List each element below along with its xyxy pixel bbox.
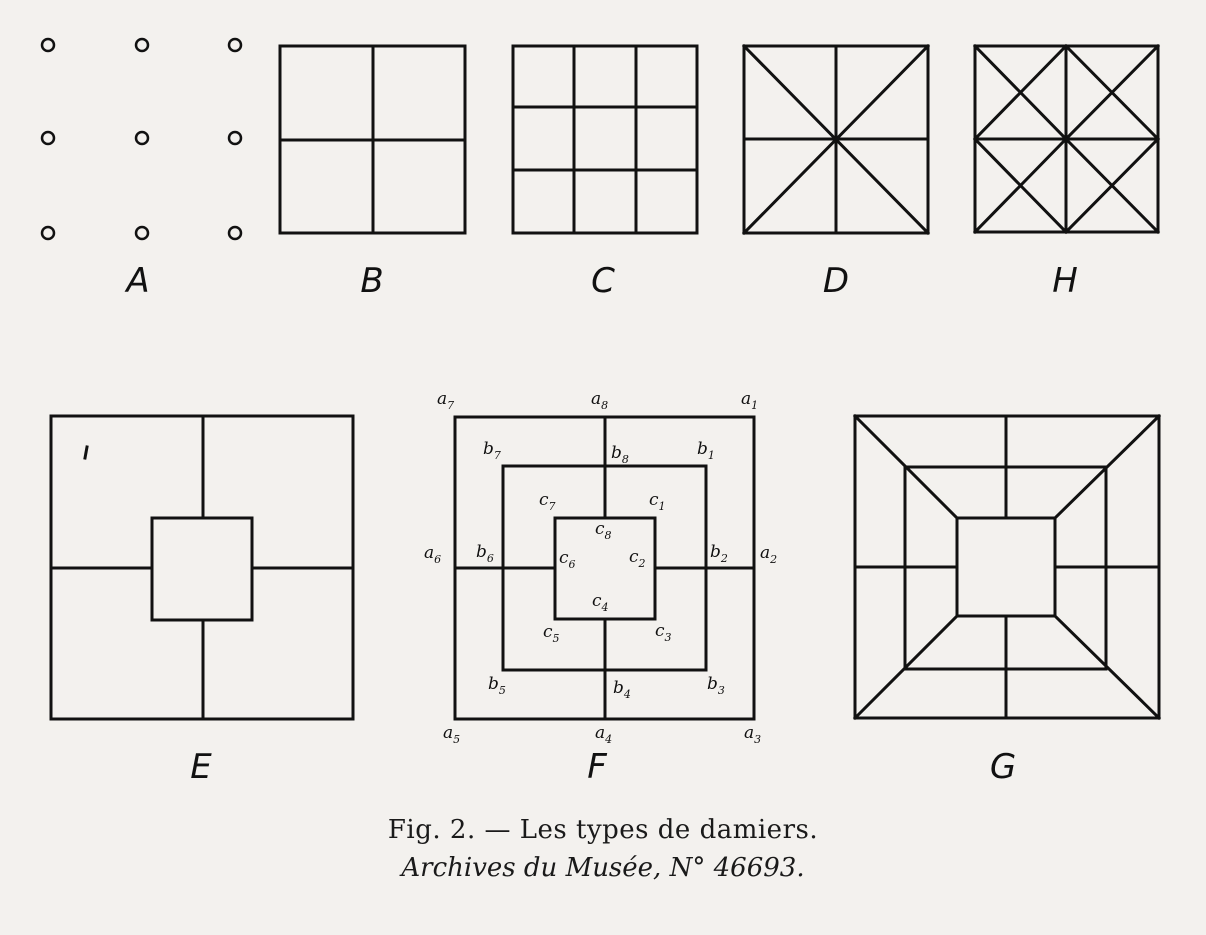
caption-source: Archives du Musée, N° 46693.	[0, 848, 1206, 888]
panel-b: B	[278, 44, 467, 301]
figure-caption: Fig. 2. — Les types de damiers. Archives…	[0, 812, 1206, 888]
vertex-label-b1: b1	[697, 439, 715, 462]
panel-label-b: B	[360, 261, 383, 301]
caption-source-number: N° 46693.	[669, 853, 805, 883]
vertex-label-c4: c4	[592, 591, 609, 614]
vertex-label-c8: c8	[595, 519, 612, 542]
vertex-label-c3: c3	[655, 621, 672, 644]
point	[40, 37, 56, 53]
board-outline	[511, 44, 699, 235]
panel-label-d: D	[823, 261, 849, 301]
vertex-label-a5: a5	[443, 723, 460, 746]
vertex-label-b8: b8	[611, 443, 629, 466]
vertex-label-c5: c5	[543, 622, 560, 645]
diagonal-line	[1063, 136, 1161, 235]
point	[227, 130, 243, 146]
panel-label-e: E	[190, 747, 212, 787]
panel-d: D	[741, 43, 931, 301]
point	[134, 130, 150, 146]
panel-label-f: F	[587, 747, 607, 787]
point	[134, 37, 150, 53]
panel-label-a: A	[124, 261, 149, 301]
panel-label-c: C	[591, 261, 615, 301]
panel-h: H	[972, 43, 1161, 301]
caption-title: Fig. 2. — Les types de damiers.	[387, 815, 819, 845]
vertex-label-a8: a8	[591, 389, 608, 412]
panel-label-g: G	[990, 747, 1016, 787]
vertex-label-b4: b4	[613, 678, 631, 701]
panel-c: C	[511, 44, 699, 301]
inner-square	[150, 516, 254, 622]
diagonal-line	[852, 413, 960, 521]
point	[40, 225, 56, 241]
panel-g: G	[852, 413, 1162, 787]
diagonal-line	[1063, 43, 1161, 142]
vertex-label-b5: b5	[488, 674, 506, 697]
vertex-label-b7: b7	[483, 439, 501, 462]
panel-f: a7 a8 a1 a6 a2 a5 a4 a3 b7 b8 b1 b6 b2 b…	[424, 389, 777, 787]
vertex-label-a1: a1	[741, 389, 758, 412]
point	[40, 130, 56, 146]
diagonal-line	[972, 43, 1069, 142]
inner-square	[955, 516, 1057, 618]
vertex-label-c7: c7	[539, 490, 556, 513]
vertex-label-a4: a4	[595, 723, 612, 746]
ink-mark	[83, 445, 89, 460]
vertex-label-b2: b2	[710, 542, 728, 565]
vertex-label-c2: c2	[629, 547, 646, 570]
caption-source-text: Archives du Musée,	[401, 853, 662, 883]
point	[227, 37, 243, 53]
point	[134, 225, 150, 241]
diagonal-line	[852, 613, 960, 721]
diagram-canvas: A B C D H	[40, 37, 1162, 787]
vertex-label-c1: c1	[649, 490, 666, 513]
diagonal-line	[1052, 413, 1162, 521]
diagonal-line	[1052, 613, 1162, 721]
point	[227, 225, 243, 241]
vertex-label-a7: a7	[437, 389, 454, 412]
panel-label-h: H	[1052, 261, 1078, 301]
vertex-label-b3: b3	[707, 674, 725, 697]
panel-a: A	[40, 37, 243, 301]
panel-e: E	[49, 414, 355, 787]
vertex-label-b6: b6	[476, 542, 494, 565]
diagonal-line	[972, 136, 1069, 235]
vertex-label-a3: a3	[744, 723, 761, 746]
vertex-label-a6: a6	[424, 543, 441, 566]
vertex-label-a2: a2	[760, 543, 777, 566]
diagonal-line	[741, 43, 931, 236]
vertex-label-c6: c6	[559, 548, 576, 571]
